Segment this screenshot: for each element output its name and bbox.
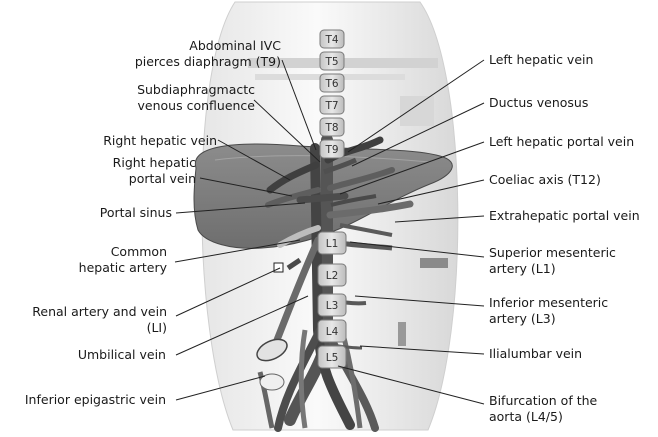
label-left-hepatic-portal-vein: Left hepatic portal vein	[489, 134, 634, 150]
label-common-hepatic-artery: Common hepatic artery	[79, 244, 167, 276]
vertebra-label-t7: T7	[324, 100, 338, 112]
label-right-hepatic-portal-vein: Right hepatic portal vein	[113, 155, 196, 187]
vertebra-label-l3: L3	[326, 300, 339, 312]
label-inferior-mesenteric-artery: Inferior mesenteric artery (L3)	[489, 295, 608, 327]
vertebra-label-l4: L4	[326, 326, 339, 338]
label-left-hepatic-vein: Left hepatic vein	[489, 52, 593, 68]
vertebra-label-l2: L2	[326, 270, 339, 282]
label-abdominal-ivc: Abdominal IVC pierces diaphragm (T9)	[135, 38, 281, 70]
label-venous-confluence: Subdiaphragmactc venous confluence	[137, 82, 255, 114]
label-ilialumbar-vein: Ilialumbar vein	[489, 346, 582, 362]
label-extrahepatic-portal-vein: Extrahepatic portal vein	[489, 208, 640, 224]
portal-sinus	[300, 196, 345, 200]
label-ductus-venosus: Ductus venosus	[489, 95, 588, 111]
vertebra-label-t6: T6	[324, 78, 338, 90]
label-right-hepatic-vein: Right hepatic vein	[103, 133, 217, 149]
vertebra-label-t4: T4	[324, 34, 338, 46]
vertebra-label-t8: T8	[324, 122, 338, 134]
label-renal-artery-vein: Renal artery and vein (LI)	[32, 304, 167, 336]
vertebra-label-l1: L1	[326, 238, 339, 250]
label-superior-mesenteric-artery: Superior mesenteric artery (L1)	[489, 245, 616, 277]
vertebra-label-t9: T9	[324, 144, 338, 156]
label-portal-sinus: Portal sinus	[100, 205, 172, 221]
label-inferior-epigastric-vein: Inferior epigastric vein	[25, 392, 166, 408]
label-umbilical-vein: Umbilical vein	[78, 347, 166, 363]
label-coeliac-axis: Coeliac axis (T12)	[489, 172, 601, 188]
label-bifurcation-aorta: Bifurcation of the aorta (L4/5)	[489, 393, 597, 425]
vertebra-label-l5: L5	[326, 352, 339, 364]
vertebra-label-t5: T5	[324, 56, 338, 68]
